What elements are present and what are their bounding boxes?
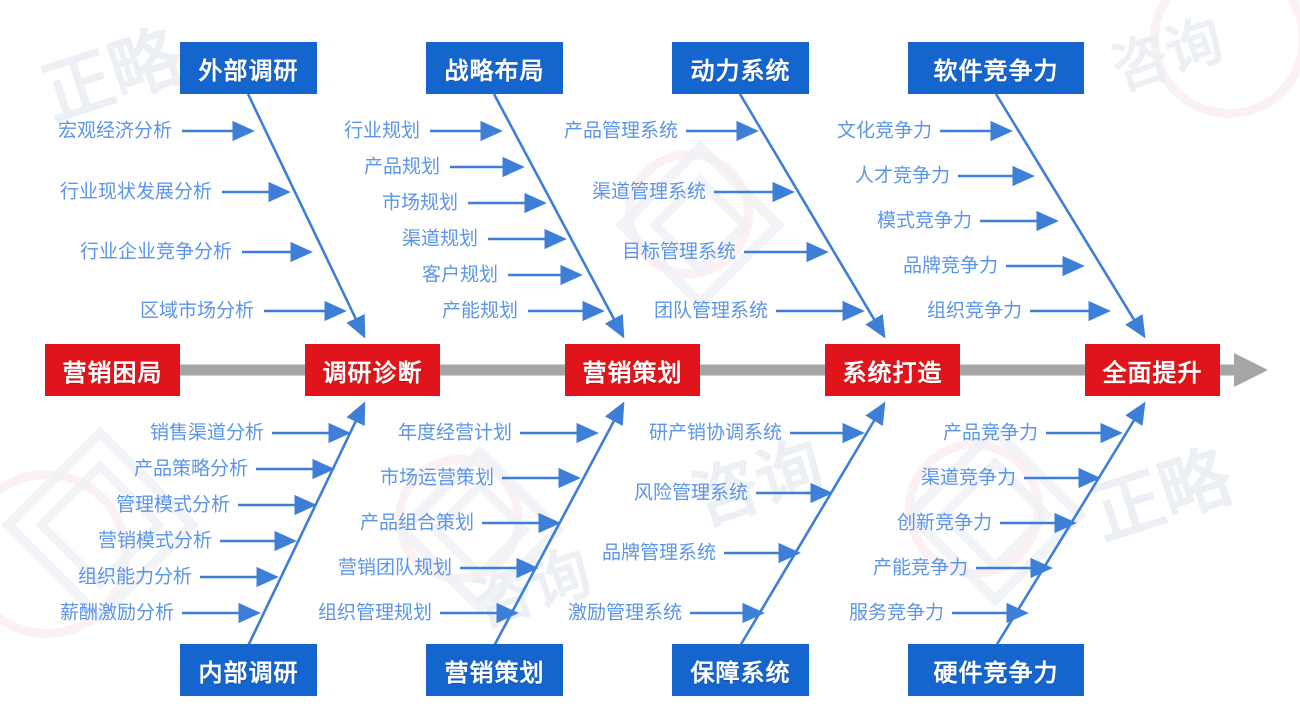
leaf-label: 组织能力分析 <box>77 566 192 588</box>
leaf-label: 销售渠道分析 <box>149 422 264 444</box>
category-label: 软件竞争力 <box>933 57 1059 85</box>
leaf-label: 组织竞争力 <box>926 300 1022 322</box>
leaf-label: 品牌竞争力 <box>902 255 998 277</box>
leaf-label: 产能竞争力 <box>872 557 968 579</box>
leaf-label: 产品竞争力 <box>942 422 1038 444</box>
spine-node-label: 营销困局 <box>62 359 163 387</box>
leaf-label: 营销模式分析 <box>97 530 212 552</box>
leaf-label: 研产销协调系统 <box>648 422 782 444</box>
leaf-label: 产品策略分析 <box>133 458 248 480</box>
category-box-top-3[interactable]: 动力系统 <box>672 42 809 94</box>
category-label: 保障系统 <box>690 659 791 687</box>
leaf-label: 渠道管理系统 <box>591 181 706 203</box>
spine-node-4[interactable]: 系统打造 <box>825 344 960 396</box>
leaf-label: 产能规划 <box>441 300 518 322</box>
leaf-label: 组织管理规划 <box>317 602 432 624</box>
leaf-label: 模式竞争力 <box>876 210 972 232</box>
leaf-label: 管理模式分析 <box>115 494 230 516</box>
leaf-label: 风险管理系统 <box>633 482 748 504</box>
leaf-label: 营销团队规划 <box>337 557 452 579</box>
category-label: 外部调研 <box>198 57 299 85</box>
spine-node-label: 系统打造 <box>842 359 943 387</box>
spine-node-label: 营销策划 <box>582 359 683 387</box>
spine-node-3[interactable]: 营销策划 <box>565 344 700 396</box>
leaf-label: 渠道竞争力 <box>920 467 1016 489</box>
leaf-label: 目标管理系统 <box>621 241 736 263</box>
category-box-top-1[interactable]: 外部调研 <box>180 42 317 94</box>
leaf-label: 市场运营策划 <box>379 467 494 489</box>
leaf-label: 产品管理系统 <box>563 120 678 142</box>
category-box-bottom-2[interactable]: 营销策划 <box>426 644 563 696</box>
leaf-label: 产品组合策划 <box>359 512 474 534</box>
spine-node-1[interactable]: 营销困局 <box>45 344 180 396</box>
category-label: 营销策划 <box>444 659 545 687</box>
category-box-top-2[interactable]: 战略布局 <box>426 42 563 94</box>
leaf-label: 团队管理系统 <box>653 300 768 322</box>
category-box-bottom-1[interactable]: 内部调研 <box>180 644 317 696</box>
leaf-label: 行业规划 <box>343 120 420 142</box>
leaf-label: 薪酬激励分析 <box>59 602 174 624</box>
leaf-label: 服务竞争力 <box>848 602 944 624</box>
spine-node-label: 调研诊断 <box>322 359 423 387</box>
leaf-label: 行业企业竞争分析 <box>79 241 232 263</box>
category-box-bottom-4[interactable]: 硬件竞争力 <box>908 644 1084 696</box>
spine-node-2[interactable]: 调研诊断 <box>305 344 440 396</box>
leaf-label: 激励管理系统 <box>567 602 682 624</box>
category-label: 内部调研 <box>198 659 299 687</box>
leaf-label: 市场规划 <box>381 192 458 214</box>
spine-node-5[interactable]: 全面提升 <box>1085 344 1220 396</box>
category-box-top-4[interactable]: 软件竞争力 <box>908 42 1084 94</box>
leaf-label: 渠道规划 <box>401 228 478 250</box>
leaf-label: 区域市场分析 <box>139 300 254 322</box>
spine-node-label: 全面提升 <box>1102 359 1203 387</box>
leaf-label: 文化竞争力 <box>836 120 932 142</box>
category-label: 动力系统 <box>690 57 791 85</box>
category-label: 硬件竞争力 <box>933 659 1059 687</box>
leaf-label: 行业现状发展分析 <box>59 181 212 203</box>
leaf-label: 宏观经济分析 <box>57 120 172 142</box>
leaf-label: 创新竞争力 <box>896 512 992 534</box>
leaf-label: 人才竞争力 <box>854 165 950 187</box>
category-box-bottom-3[interactable]: 保障系统 <box>672 644 809 696</box>
leaf-label: 品牌管理系统 <box>601 542 716 564</box>
leaf-label: 客户规划 <box>421 264 498 286</box>
category-label: 战略布局 <box>444 57 545 85</box>
leaf-label: 年度经营计划 <box>397 422 512 444</box>
leaf-label: 产品规划 <box>363 156 440 178</box>
